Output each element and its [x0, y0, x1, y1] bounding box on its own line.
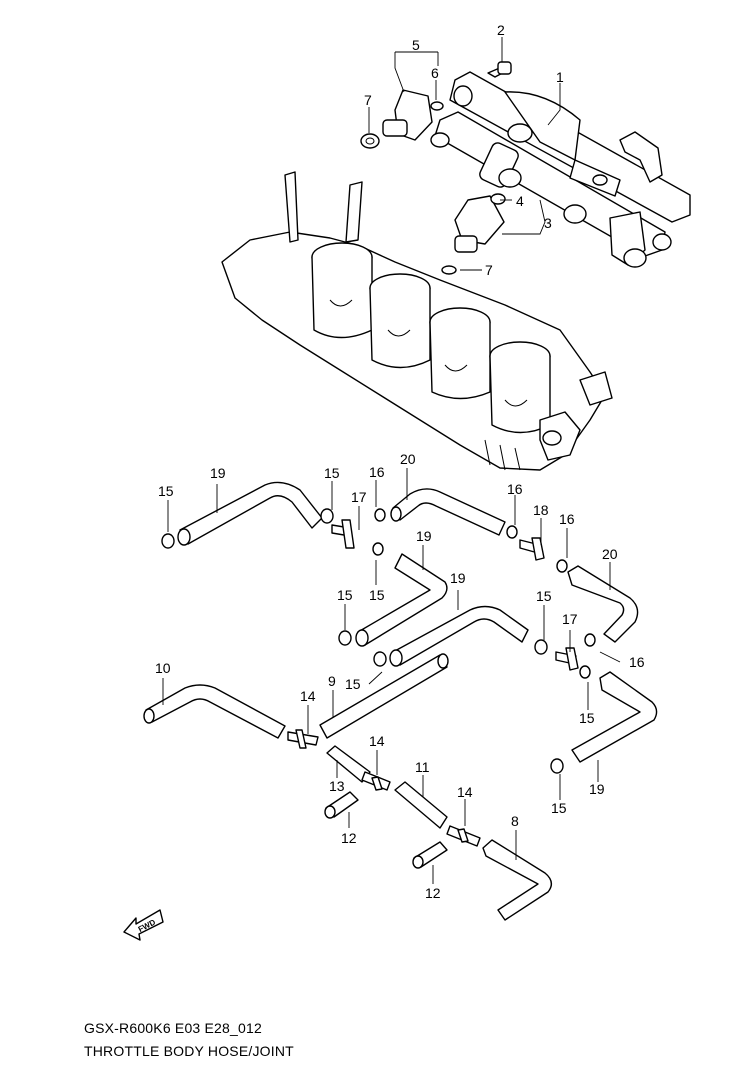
callout-15-g: 15: [579, 710, 595, 726]
callout-8: 8: [511, 813, 519, 829]
leader-lines: [162, 37, 621, 884]
callout-12-a: 12: [341, 830, 357, 846]
callout-14-b: 14: [369, 733, 385, 749]
hose-12-upper: [324, 791, 359, 819]
hose-19-long: [389, 605, 529, 667]
callout-19-a: 19: [210, 465, 226, 481]
callout-18: 18: [533, 502, 549, 518]
callout-4: 4: [516, 193, 524, 209]
callout-19-b: 19: [416, 528, 432, 544]
callout-15-b: 15: [324, 465, 340, 481]
callout-15-a: 15: [158, 483, 174, 499]
hose-13: [326, 745, 371, 783]
hose-20-right: [567, 565, 639, 643]
callout-13: 13: [329, 778, 345, 794]
callout-15-d: 15: [337, 587, 353, 603]
callout-11: 11: [415, 759, 430, 775]
hose-19-bottom-right: [571, 671, 658, 763]
hose-19-middle: [355, 553, 448, 647]
bolt: [487, 61, 512, 78]
callout-20-a: 20: [400, 451, 416, 467]
callout-17-a: 17: [351, 489, 367, 505]
callout-14-a: 14: [300, 688, 316, 704]
fuel-injector-upper: [360, 89, 444, 149]
callout-3: 3: [544, 215, 552, 231]
joints: [287, 519, 579, 847]
callout-15-c: 15: [369, 587, 385, 603]
diagram-title: THROTTLE BODY HOSE/JOINT: [84, 1043, 294, 1059]
throttle-body-assembly: [221, 171, 613, 471]
callout-17-b: 17: [562, 611, 578, 627]
callout-16-d: 16: [629, 654, 645, 670]
callout-16-b: 16: [507, 481, 523, 497]
fuel-delivery-pipe: [430, 71, 691, 268]
callout-14-c: 14: [457, 784, 473, 800]
callout-1: 1: [556, 69, 564, 85]
hose-9: [319, 653, 449, 739]
callout-7-top: 7: [364, 92, 372, 108]
callout-7-lower: 7: [485, 262, 493, 278]
callout-12-b: 12: [425, 885, 441, 901]
hose-clamps: [161, 508, 596, 774]
callout-9: 9: [328, 673, 336, 689]
hose-12-lower: [412, 841, 448, 869]
callout-6: 6: [431, 65, 439, 81]
callout-15-f: 15: [345, 676, 361, 692]
callout-19-d: 19: [589, 781, 605, 797]
callout-16-a: 16: [369, 464, 385, 480]
diagram-code: GSX-R600K6 E03 E28_012: [84, 1020, 262, 1036]
callout-10: 10: [155, 660, 171, 676]
fuel-injector-lower: [441, 193, 506, 275]
hose-19-top-left: [177, 481, 323, 546]
callout-2: 2: [497, 22, 505, 38]
callout-15-h: 15: [551, 800, 567, 816]
callout-16-c: 16: [559, 511, 575, 527]
hose-10: [143, 684, 286, 739]
callout-5: 5: [412, 37, 420, 53]
hose-8: [482, 839, 553, 921]
hose-20-top: [390, 488, 506, 536]
callout-19-c: 19: [450, 570, 466, 586]
fwd-arrow-icon: FWD: [123, 909, 164, 941]
callout-labels: 1 2 5 6 7 4 3 7 15 19 15 16 20 17 15 19 …: [155, 22, 645, 901]
callout-20-b: 20: [602, 546, 618, 562]
callout-15-e: 15: [536, 588, 552, 604]
hose-11: [394, 781, 448, 829]
